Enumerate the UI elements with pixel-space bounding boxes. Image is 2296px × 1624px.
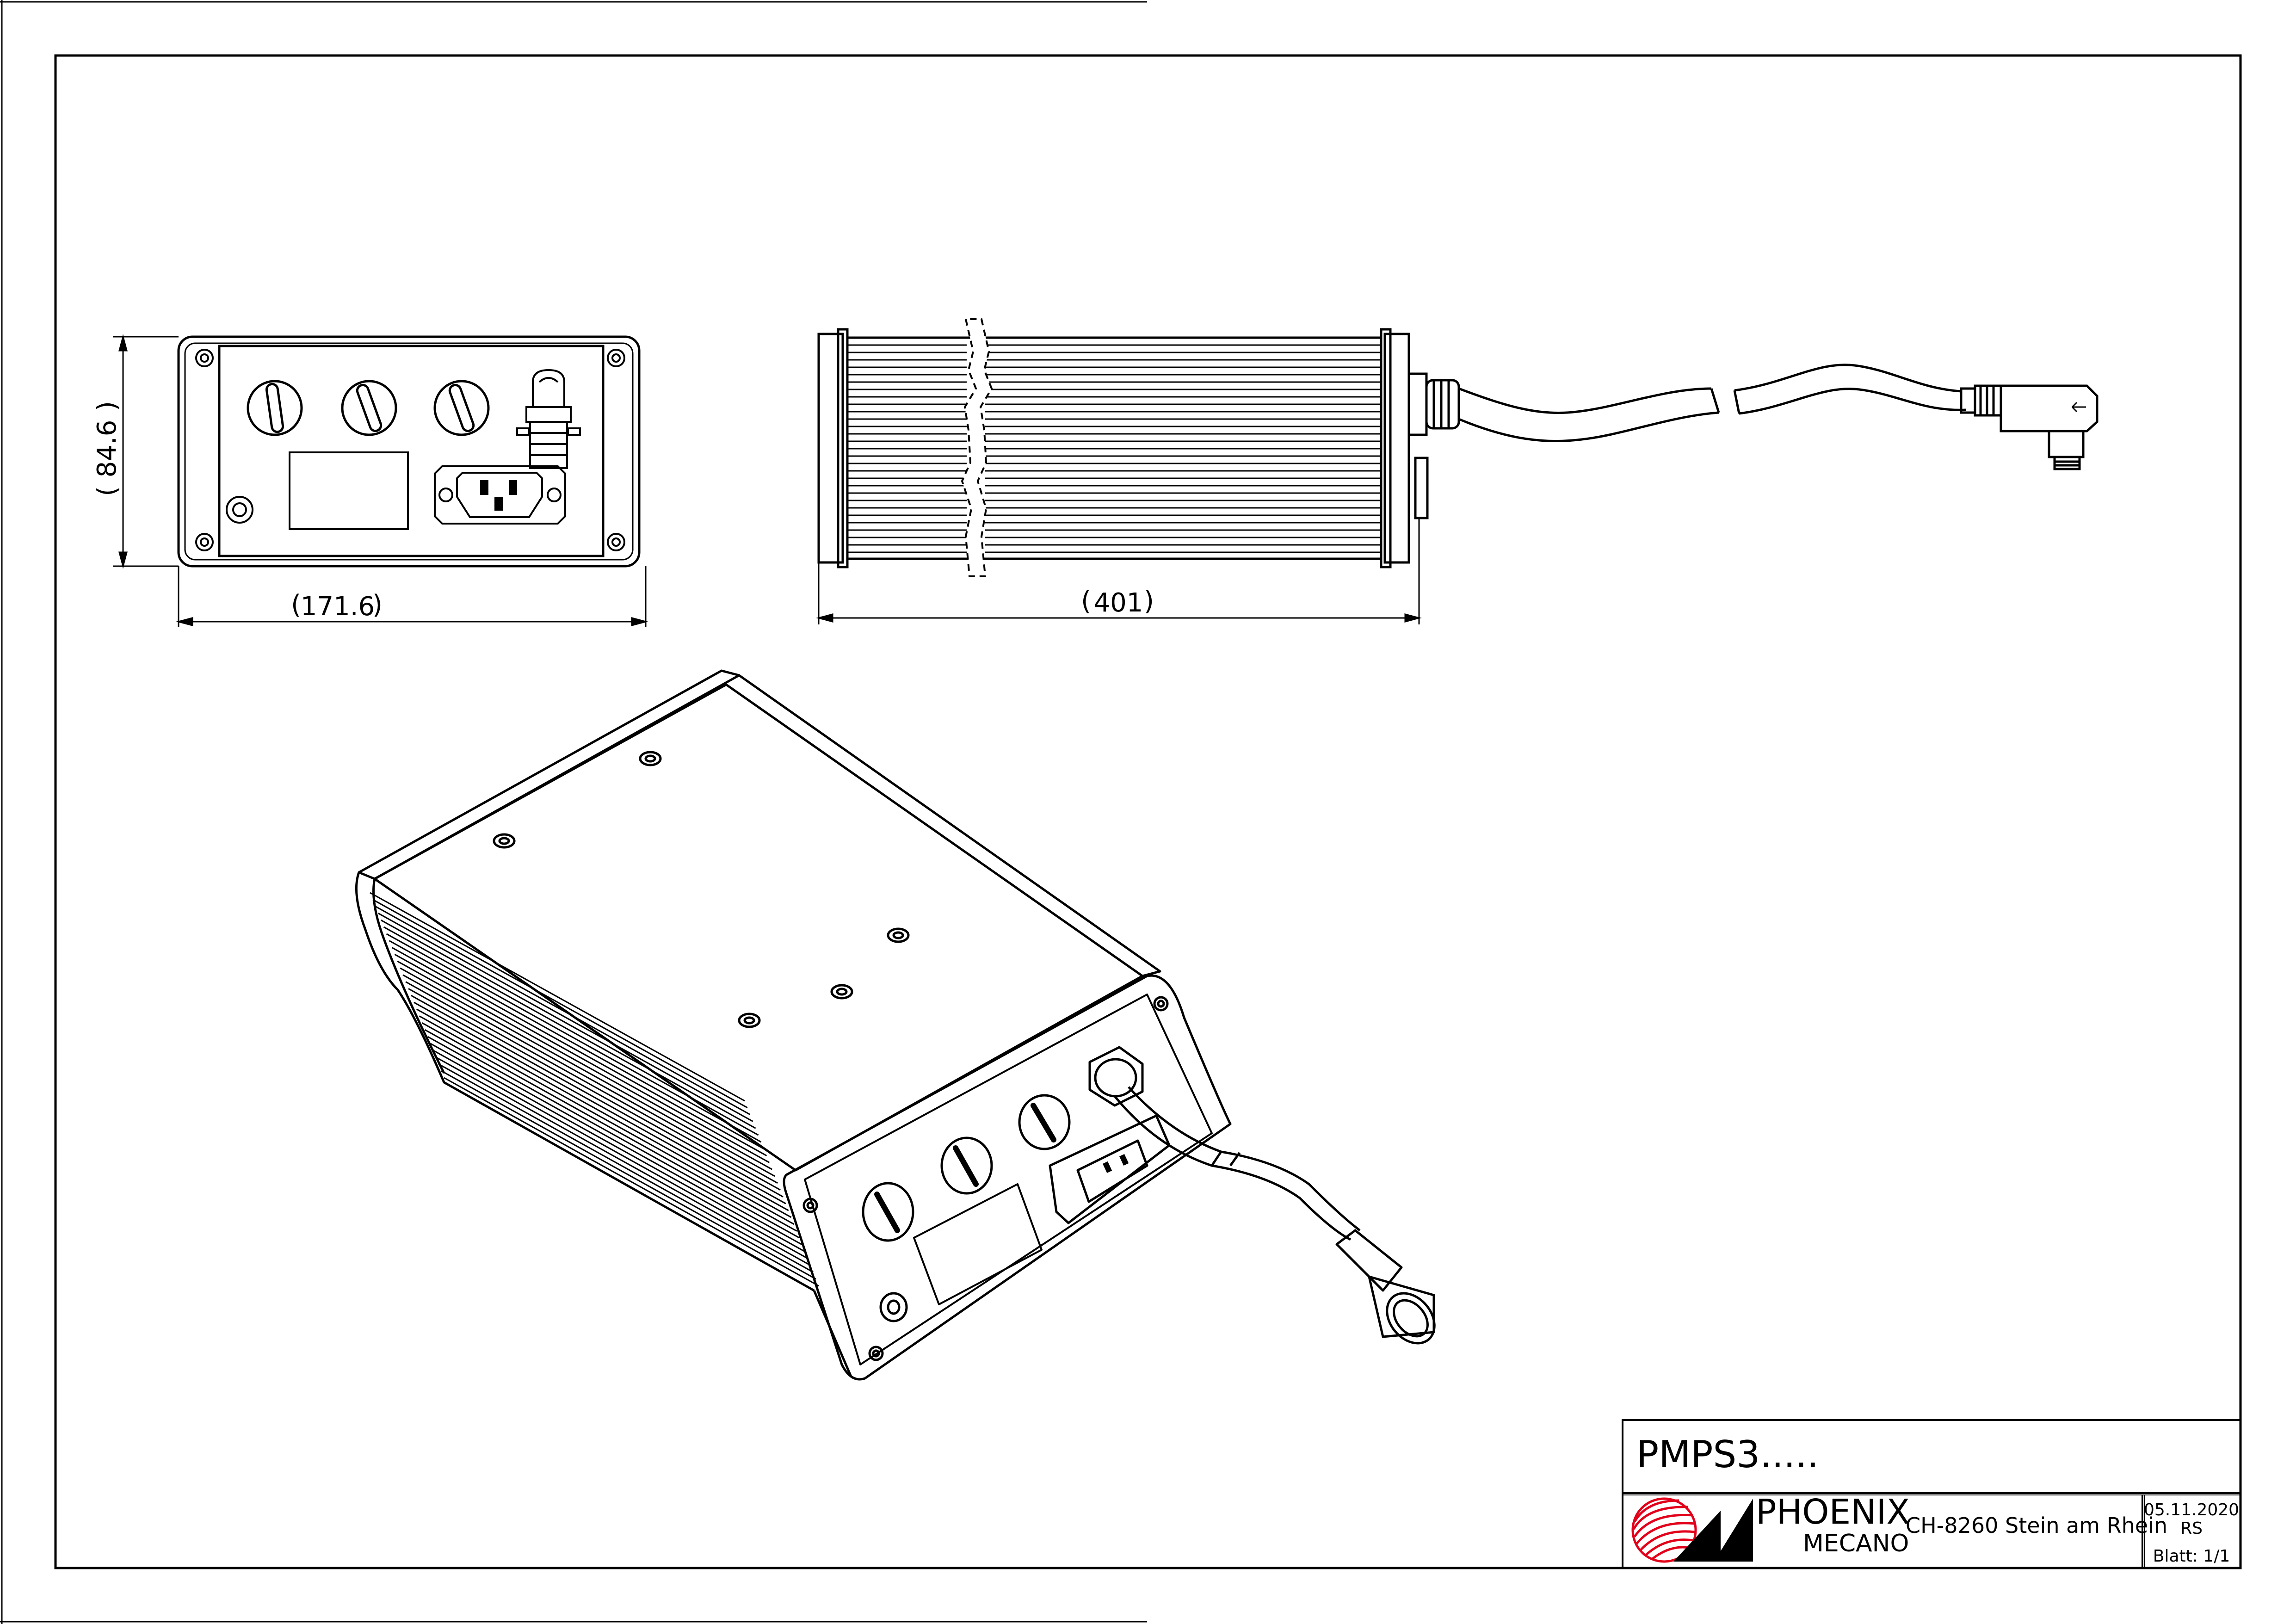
iso-fin-line	[402, 974, 778, 1184]
dim-width-text: 171.6	[301, 592, 375, 622]
iso-fin-line	[391, 947, 767, 1156]
iso-fin-line	[380, 919, 756, 1129]
title-block	[1622, 1419, 2241, 1569]
dim-width-paren-open: (	[291, 590, 301, 620]
iso-fin-line	[408, 988, 784, 1198]
iso-fin-line	[435, 1056, 811, 1266]
dim-height-paren-open: (	[92, 486, 122, 496]
iso-fin-line	[438, 1063, 814, 1273]
iso-fin-line	[386, 933, 762, 1143]
side-view-break	[961, 318, 993, 577]
cable-gland-front	[516, 369, 581, 469]
isometric-view	[355, 669, 1436, 1381]
iso-fin-line	[419, 1015, 795, 1225]
iso-fin-line	[397, 960, 772, 1170]
dim-width	[176, 566, 648, 627]
logo-circle	[1631, 1497, 1697, 1563]
logo-mark	[1673, 1499, 1753, 1562]
isometric-fins	[370, 892, 819, 1287]
iso-fin-line	[441, 1070, 816, 1280]
iso-fin-line	[372, 899, 748, 1109]
iso-fin-line	[416, 1008, 792, 1218]
dim-length-paren-close: )	[1144, 586, 1154, 616]
drawn-by: RS	[2180, 1519, 2203, 1538]
iso-fin-line	[411, 994, 786, 1204]
front-view	[177, 335, 641, 568]
iso-fin-line	[432, 1050, 809, 1260]
iso-fin-line	[378, 913, 753, 1122]
iec-inlet-front	[434, 465, 566, 525]
company-name: PHOENIX	[1756, 1492, 1910, 1532]
dim-length-paren-open: (	[1081, 586, 1091, 616]
sheet-trim-lines	[0, 0, 1147, 1624]
potentiometer-front	[226, 496, 253, 524]
iso-fin-line	[394, 954, 770, 1163]
iso-fin-line	[424, 1029, 800, 1239]
sheet-number: Blatt: 1/1	[2153, 1547, 2230, 1566]
iso-fin-line	[405, 981, 781, 1191]
dim-height-paren-close: )	[92, 401, 122, 411]
iso-fin-line	[389, 940, 765, 1150]
dim-height	[113, 334, 179, 569]
iso-fin-line	[400, 967, 775, 1177]
dim-length-text: 401	[1094, 588, 1143, 618]
iso-fin-line	[370, 892, 745, 1102]
iso-fin-line	[375, 906, 751, 1115]
dim-height-text: 84.6	[92, 420, 122, 478]
company-logo	[1631, 1497, 1753, 1563]
dim-length	[816, 518, 1422, 624]
front-screws	[195, 349, 625, 551]
part-number: PMPS3.....	[1636, 1433, 1819, 1476]
iso-fin-line	[421, 1022, 797, 1232]
company-address: CH-8260 Stein am Rhein	[1906, 1513, 2167, 1538]
company-name-line2: MECANO	[1803, 1530, 1909, 1557]
iso-fin-line	[427, 1036, 803, 1246]
side-view-fins	[847, 344, 1381, 553]
side-view-cable	[1407, 364, 2098, 519]
drawing-frame	[54, 54, 2242, 1569]
display-window-front	[289, 451, 409, 530]
drawing-date: 05.11.2020	[2144, 1501, 2239, 1519]
iso-fin-line	[444, 1077, 819, 1287]
iso-fin-line	[383, 926, 759, 1136]
fuse-holders	[247, 380, 490, 436]
iso-fin-line	[414, 1001, 789, 1211]
iso-fin-line	[430, 1043, 806, 1253]
dim-width-paren-close: )	[372, 590, 383, 620]
